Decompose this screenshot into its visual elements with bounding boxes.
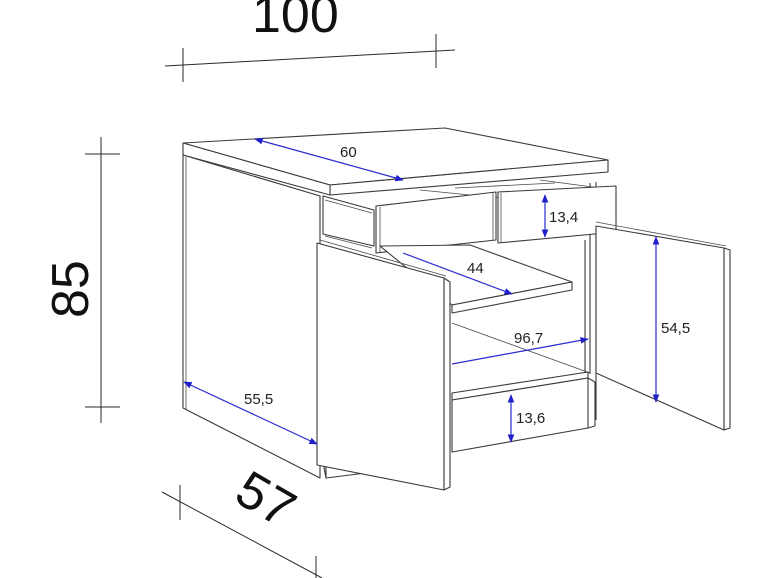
dim-inner-width: 96,7 — [451, 330, 589, 365]
door-height-label: 54,5 — [661, 320, 690, 337]
dim-side-depth: 55,5 — [183, 381, 318, 445]
depth-label: 57 — [226, 460, 305, 539]
worktop-depth-label: 60 — [340, 144, 357, 161]
dim-worktop-depth: 60 — [254, 137, 404, 182]
bottom-drawer-height-label: 13,6 — [516, 410, 545, 427]
top-drawer-height-label: 13,4 — [549, 209, 578, 226]
top-drawer-left — [375, 191, 497, 254]
shelf-depth-label: 44 — [467, 260, 484, 277]
side-depth-label: 55,5 — [244, 391, 273, 408]
interior — [451, 322, 596, 453]
dim-shelf-depth: 44 — [402, 252, 513, 295]
height-dimension: 85 — [42, 137, 120, 423]
dim-bottom-drawer-height: 13,6 — [507, 394, 545, 443]
dim-top-drawer-height: 13,4 — [541, 194, 578, 238]
shelf — [379, 244, 573, 314]
dim-door-height: 54,5 — [652, 236, 690, 403]
depth-dimension: 57 — [161, 460, 323, 578]
width-label: 100 — [252, 0, 339, 44]
left-door — [316, 239, 451, 491]
right-door — [595, 221, 731, 431]
width-dimension: 100 — [164, 0, 456, 82]
inner-width-label: 96,7 — [514, 330, 543, 347]
height-label: 85 — [42, 260, 100, 318]
